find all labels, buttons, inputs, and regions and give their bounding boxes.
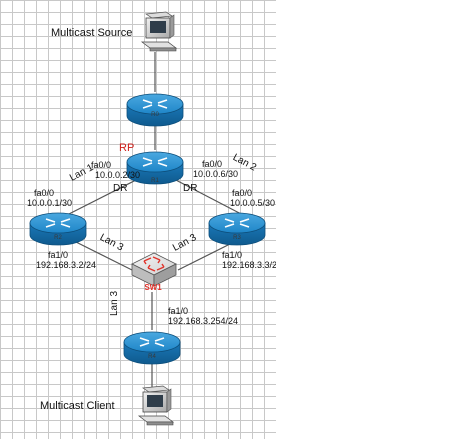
switch-sw1-label: SW1 <box>144 283 162 292</box>
multicast-source-pc-icon <box>140 11 178 52</box>
multicast-client-label: Multicast Client <box>40 400 115 412</box>
r3-top-interface: fa0/0 <box>232 188 253 198</box>
r1-right-interface: fa0/0 <box>202 159 223 169</box>
link-r1-r2 <box>64 177 141 217</box>
r2-bottom-ip: 192.168.3.2/24 <box>36 260 97 270</box>
multicast-client-pc-icon <box>137 385 175 426</box>
router-r0-icon: R0 <box>126 93 184 127</box>
multicast-source-label: Multicast Source <box>51 27 133 39</box>
right-blank-panel <box>276 0 474 439</box>
router-r2-label: R2 <box>54 235 62 241</box>
links <box>64 52 246 392</box>
router-r1-label: R1 <box>151 178 159 184</box>
r2-top-ip: 10.0.0.1/30 <box>27 198 73 208</box>
r2-bottom-interface: fa1/0 <box>48 250 69 260</box>
link-r1-r3 <box>171 177 246 217</box>
r3-top-ip: 10.0.0.5/30 <box>230 198 276 208</box>
r4-interface: fa1/0 <box>168 306 189 316</box>
r3-bottom-interface: fa1/0 <box>222 250 243 260</box>
router-r4-icon: R4 <box>123 331 181 365</box>
router-r3-icon: R3 <box>208 212 266 246</box>
r1-left-interface: fa0/0 <box>91 160 112 170</box>
switch-sw1-icon: SW1 <box>131 252 177 292</box>
dr-right-label: DR <box>183 183 198 194</box>
r4-ip: 192.168.3.254/24 <box>168 316 239 326</box>
router-r2-icon: R2 <box>29 212 87 246</box>
r3-bottom-ip: 192.168.3.3/24 <box>222 260 283 270</box>
link-r3-sw1 <box>177 239 239 271</box>
r1-left-ip: 10.0.0.2/30 <box>95 170 141 180</box>
r1-right-ip: 10.0.0.6/30 <box>193 169 239 179</box>
router-r0-label: R0 <box>151 112 159 118</box>
router-r4-label: R4 <box>148 354 156 360</box>
dr-left-label: DR <box>113 183 128 194</box>
lan3-vertical-label: Lan 3 <box>109 290 120 316</box>
router-r1-icon: R1 <box>126 151 184 185</box>
link-r2-sw1 <box>71 239 133 271</box>
r2-top-interface: fa0/0 <box>34 188 55 198</box>
rp-label: RP <box>119 142 135 154</box>
router-r3-label: R3 <box>233 235 241 241</box>
